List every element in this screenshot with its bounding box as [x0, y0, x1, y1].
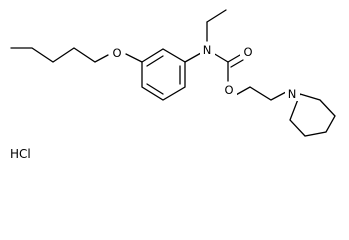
ester-oxygen-label: O — [224, 83, 233, 97]
nitrogen-label: N — [203, 43, 212, 57]
piperidine-ring — [289, 93, 336, 137]
ring-double-bond-1 — [146, 55, 164, 67]
aryl-n-bond — [184, 52, 202, 63]
ether-oxygen-label: O — [112, 46, 121, 60]
carbonyl-double-bond-a — [227, 54, 241, 63]
ethyl-bond-2 — [206, 9, 227, 23]
benzene-ring — [141, 48, 186, 101]
ring-double-bond-3 — [146, 83, 164, 95]
piperidine-nitrogen-label: N — [288, 87, 297, 101]
ethylene-linker — [233, 86, 287, 101]
ether-bond — [125, 53, 143, 63]
structure-canvas: O N O O N HCl — [10, 9, 336, 161]
n-carbonyl-bond — [212, 52, 229, 63]
carbonyl-double-bond-b — [230, 59, 244, 68]
structural-formula: O N O O N HCl — [10, 9, 336, 161]
carbonyl-oxygen-label: O — [243, 45, 252, 59]
salt-label: HCl — [10, 147, 31, 161]
pentyl-chain — [10, 47, 109, 63]
